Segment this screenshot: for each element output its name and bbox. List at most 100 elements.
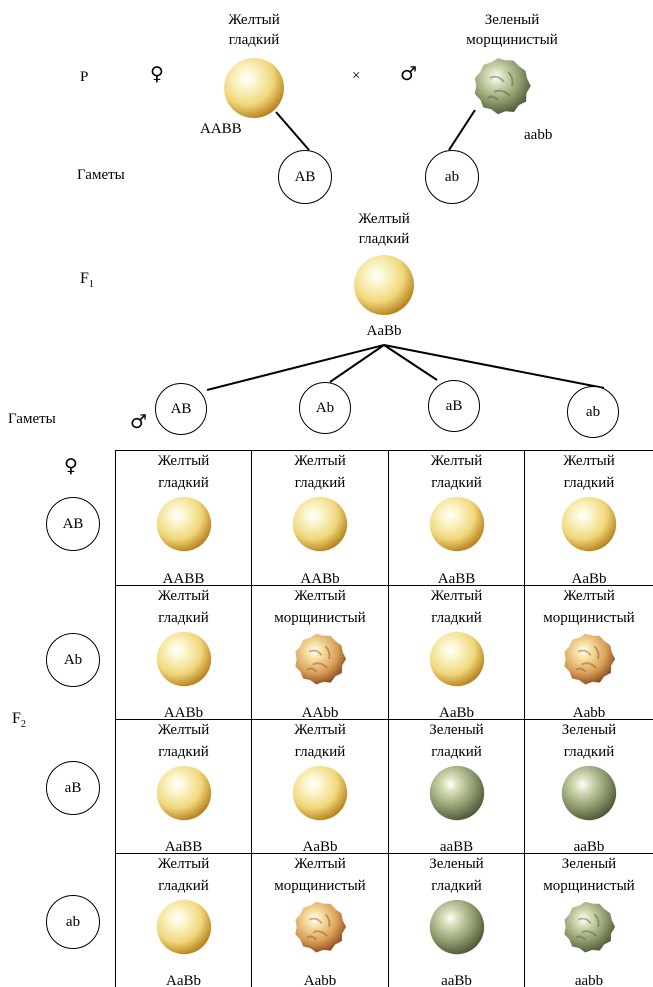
- offspring-pea: [291, 764, 349, 827]
- f1-to-gamete-ab2-line: [329, 344, 385, 383]
- offspring-phenotype: Желтый гладкий: [389, 450, 524, 494]
- phenotype-shape: морщинистый: [466, 32, 558, 48]
- phenotype-shape: гладкий: [358, 231, 410, 247]
- parent-gamete-female: AB: [278, 150, 332, 204]
- f1-gamete-ab-2: Ab: [299, 382, 351, 434]
- female-parent-genotype: AABB: [200, 121, 242, 137]
- f1-genotype: AaBb: [366, 323, 402, 339]
- parent-gametes-label: Гаметы: [77, 167, 125, 183]
- offspring-pea: [560, 898, 618, 961]
- offspring-pea: [560, 764, 618, 827]
- offspring-phenotype: Зеленый морщинистый: [525, 853, 653, 897]
- phenotype-color: Желтый: [157, 588, 210, 604]
- offspring-pea: [428, 764, 486, 827]
- offspring-genotype: AaBB: [164, 839, 203, 855]
- phenotype-shape: гладкий: [228, 32, 280, 48]
- generation-label-f2: F2: [12, 710, 26, 731]
- offspring-phenotype: Желтый морщинистый: [252, 853, 388, 897]
- f1-gamete-ab-4: ab: [567, 386, 619, 438]
- female-parent-phenotype: Желтый гладкий: [228, 10, 279, 50]
- female-gamete-row-2: Ab: [46, 633, 100, 687]
- offspring-genotype: AABb: [163, 705, 204, 721]
- phenotype-shape: гладкий: [294, 744, 346, 760]
- offspring-genotype: AAbb: [301, 705, 339, 721]
- f1-to-gamete-ab3-line: [383, 344, 438, 381]
- cross-symbol: ×: [352, 68, 361, 84]
- offspring-genotype: aaBb: [573, 839, 605, 855]
- f1-gamete-ab-1: AB: [155, 383, 207, 435]
- female-gamete-row-4: ab: [46, 895, 100, 949]
- phenotype-color: Желтый: [563, 588, 615, 604]
- f1-pea: [352, 253, 416, 322]
- offspring-pea: [428, 630, 486, 693]
- female-symbol: ♀: [64, 455, 78, 477]
- offspring-genotype: Aabb: [572, 705, 606, 721]
- offspring-genotype: aaBB: [439, 839, 474, 855]
- phenotype-color: Желтый: [563, 453, 615, 469]
- offspring-cell: Зеленый морщинистый aabb: [524, 853, 653, 987]
- parent-gamete-male: ab: [425, 150, 479, 204]
- offspring-genotype: AaBb: [571, 571, 607, 587]
- male-parent-pea: [470, 54, 534, 123]
- female-gamete-row-3: aB: [46, 761, 100, 815]
- offspring-pea: [155, 495, 213, 558]
- offspring-pea: [428, 898, 486, 961]
- offspring-pea: [155, 898, 213, 961]
- offspring-genotype: AABb: [300, 571, 340, 587]
- phenotype-color: Желтый: [294, 856, 346, 872]
- phenotype-color: Зеленый: [429, 856, 484, 872]
- phenotype-shape: гладкий: [158, 475, 209, 491]
- offspring-pea: [155, 764, 213, 827]
- phenotype-color: Желтый: [430, 453, 483, 469]
- offspring-genotype: AABB: [162, 571, 205, 587]
- f1-gametes-label: Гаметы: [8, 411, 56, 427]
- phenotype-color: Желтый: [228, 12, 280, 28]
- phenotype-color: Зеленый: [561, 722, 617, 738]
- phenotype-color: Зеленый: [561, 856, 617, 872]
- f1-to-gamete-ab4-line: [383, 344, 605, 389]
- phenotype-shape: гладкий: [158, 878, 209, 894]
- offspring-genotype: Aabb: [303, 973, 337, 987]
- f1-gamete-ab-3: aB: [428, 380, 480, 432]
- offspring-genotype: aabb: [574, 973, 604, 987]
- male-parent-to-gamete-line: [448, 109, 476, 151]
- offspring-phenotype: Желтый гладкий: [389, 585, 524, 629]
- phenotype-shape: морщинистый: [543, 878, 635, 894]
- phenotype-shape: гладкий: [158, 744, 209, 760]
- offspring-genotype: AaBb: [439, 705, 474, 721]
- phenotype-color: Желтый: [157, 453, 210, 469]
- phenotype-shape: гладкий: [431, 610, 482, 626]
- phenotype-shape: морщинистый: [274, 878, 366, 894]
- offspring-pea: [428, 495, 486, 558]
- offspring-genotype: AaBB: [437, 571, 476, 587]
- offspring-pea: [291, 630, 349, 693]
- phenotype-shape: морщинистый: [543, 610, 635, 626]
- phenotype-shape: гладкий: [431, 878, 482, 894]
- offspring-pea: [291, 495, 349, 558]
- offspring-pea: [155, 630, 213, 693]
- phenotype-color: Желтый: [430, 588, 483, 604]
- phenotype-shape: гладкий: [431, 475, 482, 491]
- offspring-phenotype: Желтый гладкий: [116, 585, 251, 629]
- phenotype-color: Желтый: [294, 453, 346, 469]
- phenotype-color: Желтый: [358, 211, 410, 227]
- phenotype-shape: гладкий: [158, 610, 209, 626]
